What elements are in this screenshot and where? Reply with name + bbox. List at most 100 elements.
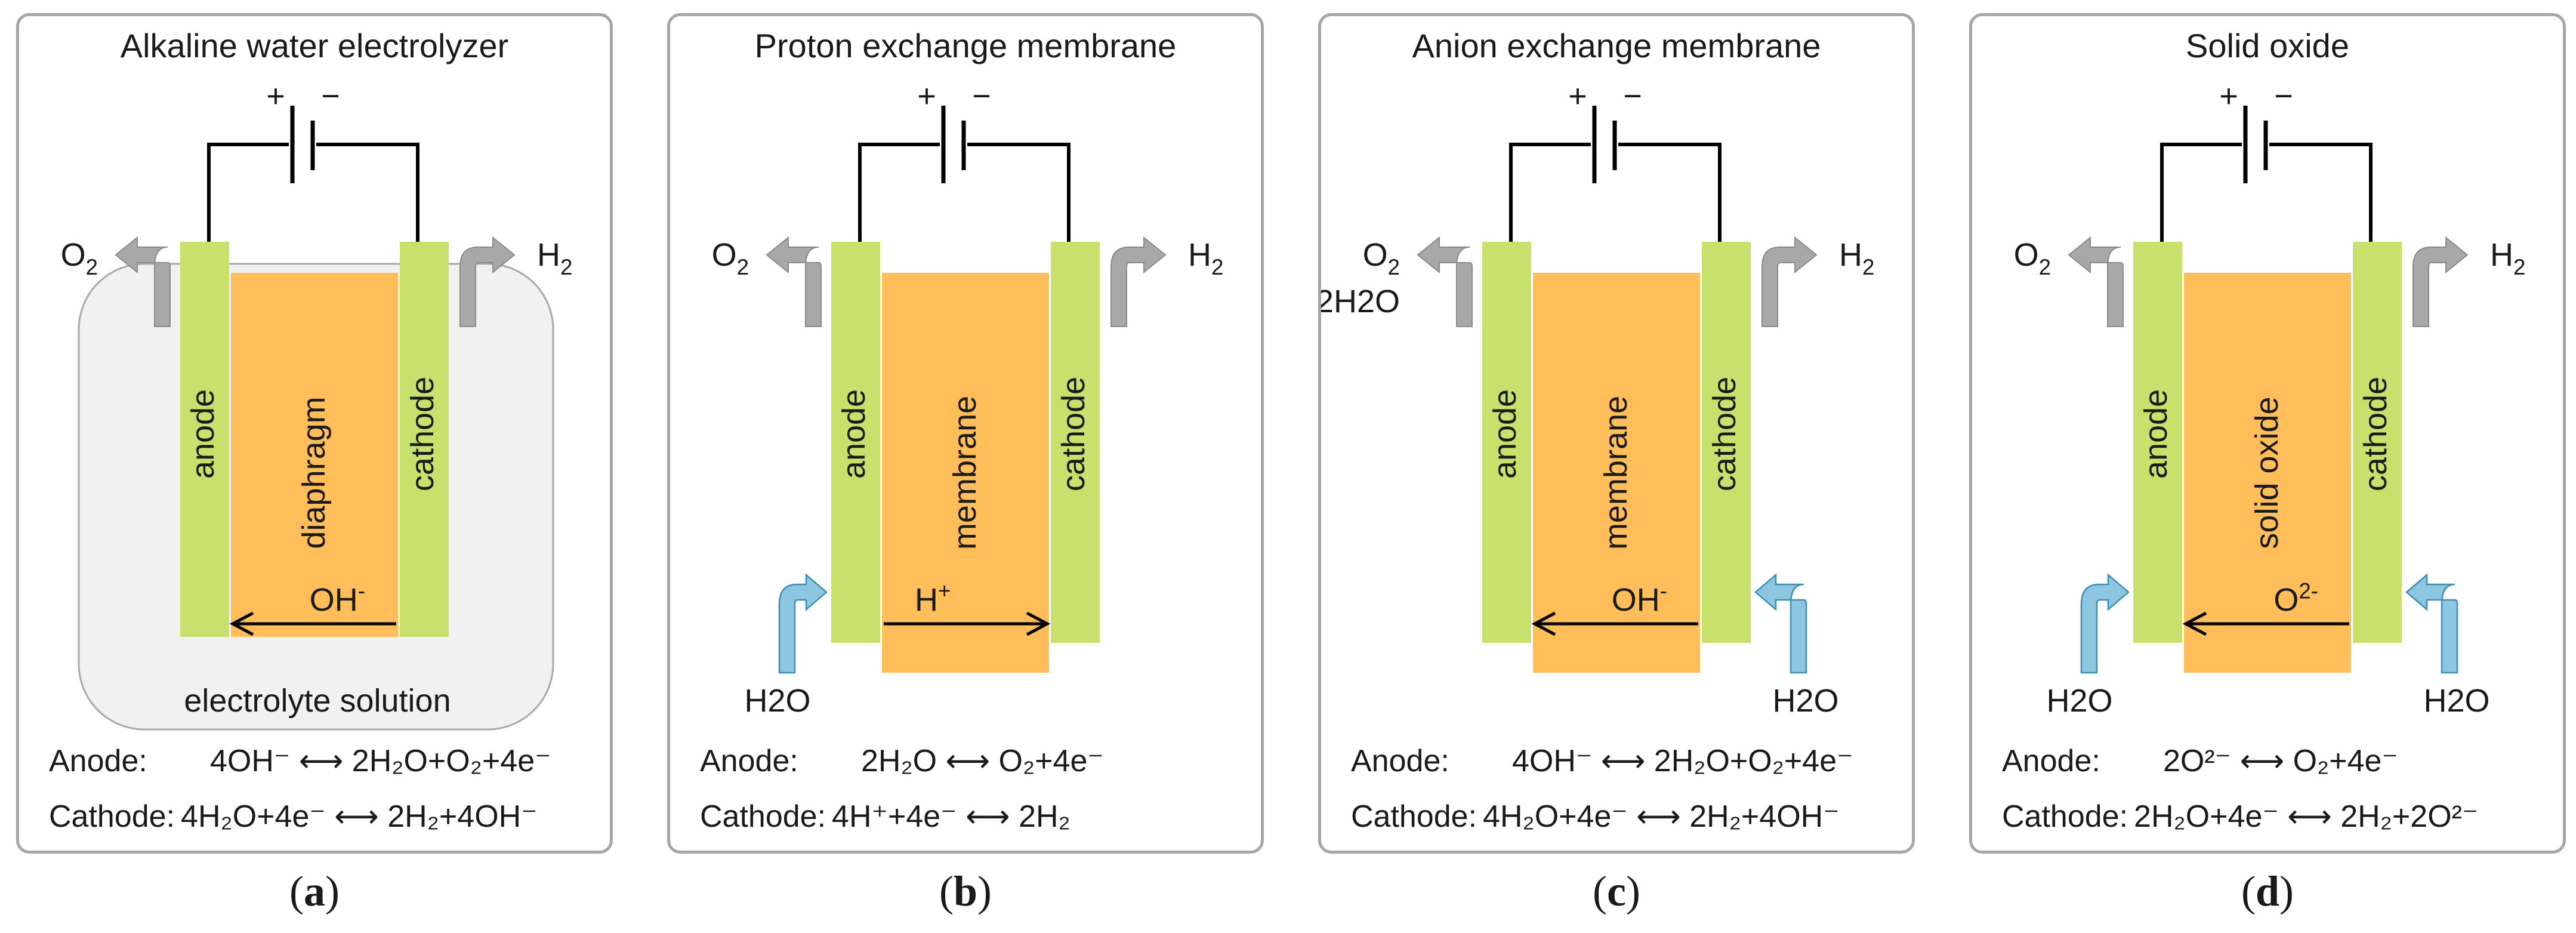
cathode-label: cathode [1707,377,1742,491]
electrolyzer-panel-a: Alkaline water electrolyzer electrolyte s… [16,13,613,854]
gas-out-left-icon [115,236,171,327]
caption-close: ) [325,867,340,915]
battery-plus: + [917,78,936,114]
gas-out-right-icon [2413,236,2469,327]
anode-equation-label: Anode: [49,744,147,778]
cathode-equation-text: 4H⁺+4e⁻ ⟷ 2H₂ [832,799,1070,834]
water-right-label: H2O [2423,683,2489,719]
battery-plus: + [1568,78,1587,114]
anode-equation-text: 2O²⁻ ⟷ O₂+4e⁻ [2163,744,2398,778]
cathode-label: cathode [2358,377,2393,491]
battery-icon [290,106,315,183]
anode-label: anode [2138,389,2174,479]
anode-equation: Anode:2H₂O ⟷ O₂+4e⁻ [700,743,1104,780]
gas-right-label: H2 [1839,237,1874,279]
battery-icon [2243,106,2268,183]
panel-caption: (a) [16,867,613,916]
water-right-label: H2O [1772,683,1838,719]
wire-anode [2160,143,2242,242]
battery-icon [941,106,966,183]
caption-close: ) [1625,867,1640,915]
caption-open: ( [2241,867,2256,915]
ion-label: OH- [310,578,365,618]
gas-out-left-icon [1417,236,1473,327]
water-left-label: H2O [2046,683,2112,719]
ion-transport-arrow [884,611,1051,636]
cathode-label: cathode [1056,377,1091,491]
anode-equation: Anode: 4OH⁻ ⟷ 2H₂O+O₂+4e⁻ [49,743,551,780]
anode-equation-text: 2H₂O ⟷ O₂+4e⁻ [861,744,1104,778]
cathode-equation-label: Cathode: [1351,799,1477,834]
battery-minus: − [1623,78,1642,114]
anode-label: anode [1487,389,1523,479]
battery-plus: + [266,78,285,114]
ion-label: H+ [915,578,951,618]
cathode-equation: Cathode:4H₂O+4e⁻ ⟷ 2H₂+4OH⁻ [49,798,538,835]
cathode-electrode [400,242,449,637]
middle-layer-label: diaphragm [296,396,332,549]
caption-letter: a [304,867,325,915]
cathode-electrode [1051,242,1100,643]
gas-left-label: O2 [61,237,98,279]
ion-transport-arrow [229,611,396,636]
wire-anode [207,143,289,242]
panel-caption: (c) [1318,867,1915,916]
gas-left-label: O2 [2014,237,2051,279]
cathode-equation-text: 2H₂O+4e⁻ ⟷ 2H₂+2O²⁻ [2134,799,2479,834]
anode-equation: Anode:4OH⁻ ⟷ 2H₂O+O₂+4e⁻ [1351,743,1853,780]
gas-out-right-icon [1761,236,1818,327]
ion-label: O2- [2273,578,2318,618]
caption-letter: c [1607,867,1626,915]
caption-close: ) [977,867,992,915]
cathode-electrode [1702,242,1751,643]
anode-electrode [1482,242,1531,643]
anode-electrode [180,242,229,637]
middle-layer [231,273,398,637]
panel-title: Alkaline water electrolyzer [120,27,509,64]
battery-plus: + [2219,78,2238,114]
gas-out-right-icon [459,236,516,327]
battery-minus: − [972,78,991,114]
cathode-equation-label: Cathode: [2002,799,2128,834]
cathode-equation-text: 4H₂O+4e⁻ ⟷ 2H₂+4OH⁻ [1483,799,1840,834]
water-in-left-icon [778,573,828,674]
water-left-label: H2O [744,683,810,719]
anode-label: anode [836,389,872,479]
electrolyte-label: electrolyte solution [184,683,451,719]
anode-equation-text: 4OH⁻ ⟷ 2H₂O+O₂+4e⁻ [210,744,551,778]
cathode-label: cathode [405,377,440,491]
middle-layer-label: solid oxide [2249,396,2285,549]
gas-out-left-icon [766,236,822,327]
cathode-equation-text: 4H₂O+4e⁻ ⟷ 2H₂+4OH⁻ [181,799,538,834]
water-in-left-icon [2080,573,2130,674]
gas-right-label: H2 [2490,237,2525,279]
wire-anode [1509,143,1591,242]
caption-close: ) [2279,867,2294,915]
middle-layer-label: membrane [1598,396,1634,550]
wire-cathode [967,143,1070,242]
battery-minus: − [2274,78,2293,114]
panel-caption: (d) [1969,867,2566,916]
gas-out-left-icon [2068,236,2124,327]
caption-letter: b [953,867,978,915]
cathode-equation: Cathode:2H₂O+4e⁻ ⟷ 2H₂+2O²⁻ [2002,798,2478,835]
gas-right-label: H2 [1188,237,1223,279]
middle-layer [882,273,1049,673]
ion-transport-arrow [2182,611,2349,636]
gas-left-label: O2 [1363,237,1400,279]
caption-open: ( [1593,867,1608,915]
caption-open: ( [939,867,954,915]
battery-minus: − [321,78,340,114]
ion-transport-arrow [1531,611,1698,636]
cathode-equation-label: Cathode: [49,799,175,834]
cathode-equation: Cathode:4H₂O+4e⁻ ⟷ 2H₂+4OH⁻ [1351,798,1840,835]
wire-cathode [1618,143,1722,242]
panel-title: Solid oxide [2186,27,2349,64]
battery-icon [1592,106,1617,183]
